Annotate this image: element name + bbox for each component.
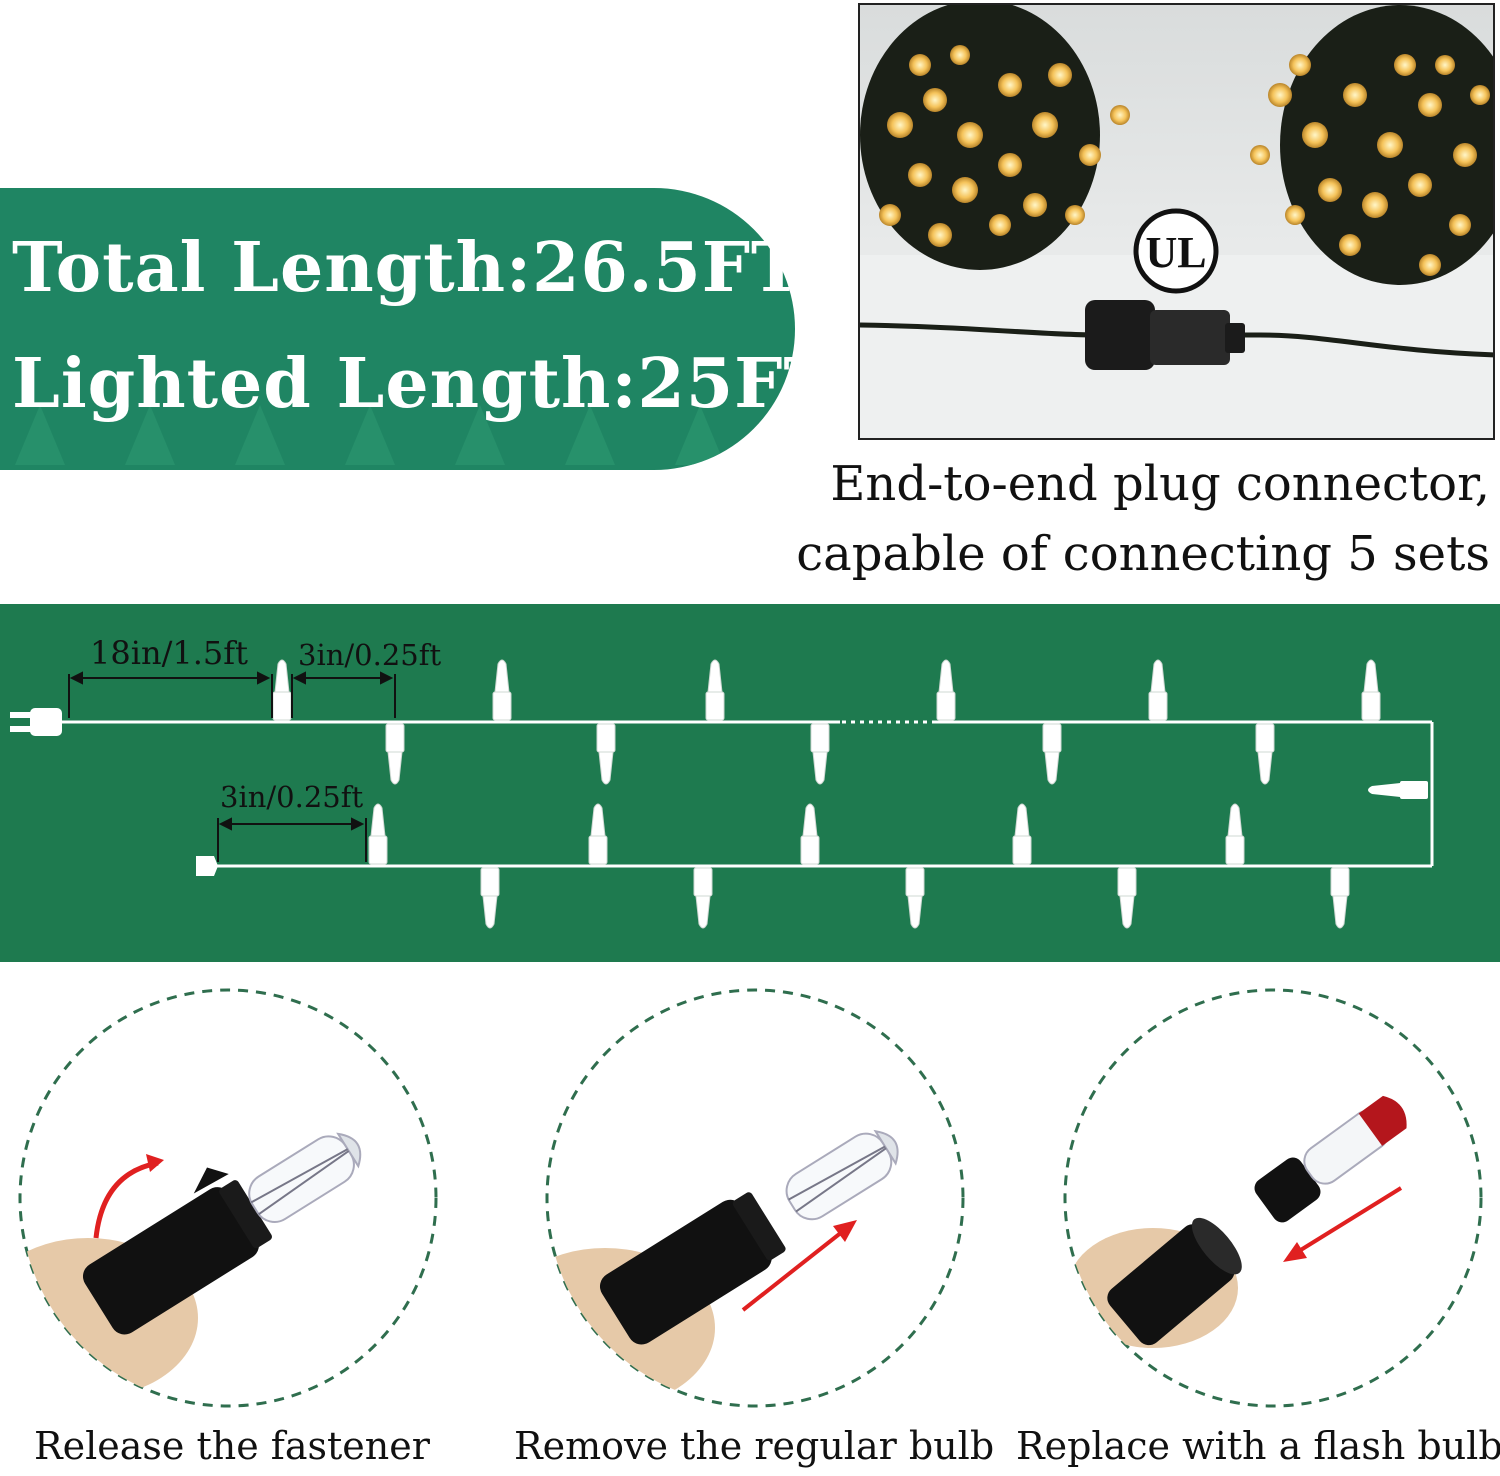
male-plug-icon [10, 708, 62, 736]
ul-mark-text: UL [1145, 228, 1206, 277]
string-lights-illustration: UL [860, 5, 1493, 438]
product-photo: UL [858, 3, 1495, 440]
female-plug-icon [196, 856, 218, 876]
wiring-diagram-graphic [10, 659, 1434, 929]
lead-spacing-label: 18in/1.5ft [90, 634, 248, 672]
step-replace [1063, 988, 1483, 1408]
arrow-down-left-icon [1289, 1186, 1403, 1258]
total-length-text: Total Length:26.5FT [12, 228, 803, 308]
ul-mark-icon: UL [1133, 208, 1219, 294]
tree-pattern [15, 405, 725, 465]
plug-connector [1085, 300, 1245, 370]
dimension-lines [68, 671, 396, 862]
length-banner [0, 188, 795, 470]
step-replace-label: Replace with a flash bulb [1016, 1424, 1500, 1468]
lighted-length-text: Lighted Length:25FT [12, 344, 836, 424]
connector-caption-line2: capable of connecting 5 sets [796, 526, 1490, 582]
wiring-diagram: 18in/1.5ft 3in/0.25ft 3in/0.25ft [0, 604, 1500, 962]
bulb-spacing-lower-label: 3in/0.25ft [220, 780, 364, 814]
step-remove-label: Remove the regular bulb [514, 1424, 995, 1468]
step-remove [545, 988, 965, 1408]
step-release [18, 988, 438, 1408]
arrow-up-right-icon [741, 1226, 849, 1312]
connector-caption-line1: End-to-end plug connector, [830, 456, 1490, 512]
step-release-label: Release the fastener [34, 1424, 430, 1468]
curved-arrow-icon [93, 1160, 159, 1239]
bulb-spacing-label: 3in/0.25ft [298, 638, 442, 672]
side-bulb [1368, 781, 1428, 799]
